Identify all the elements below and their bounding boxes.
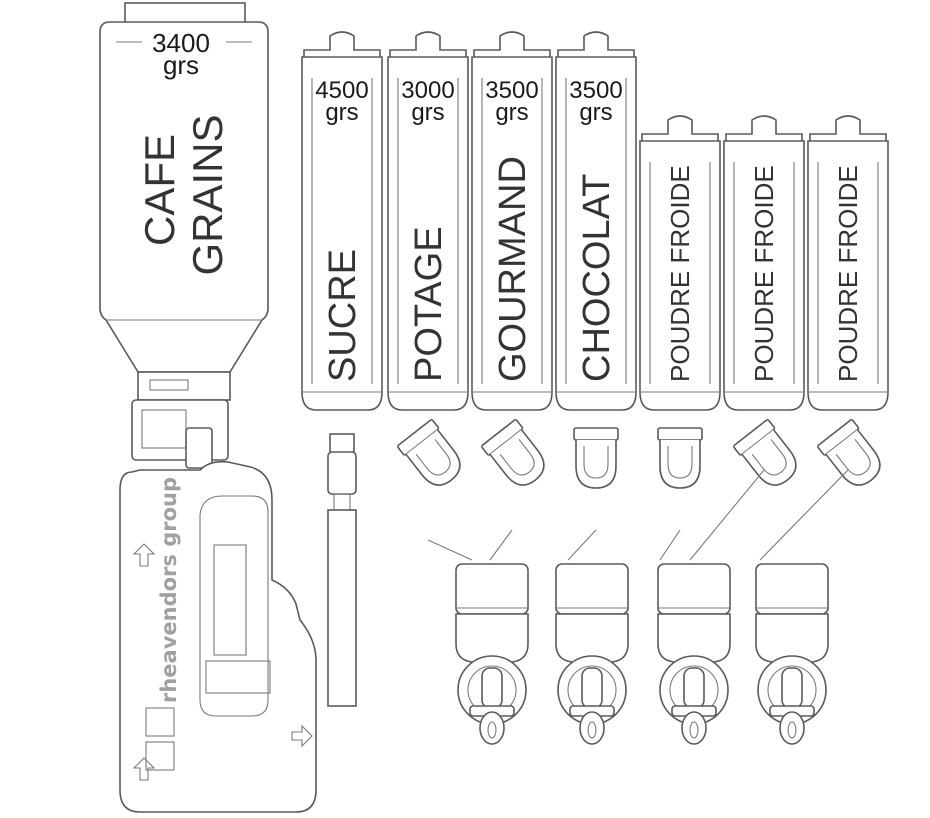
dosing-outlet (481, 419, 545, 486)
canister-cap (303, 31, 381, 57)
canister-body (301, 56, 383, 411)
canister-5: POUDRE FROIDE (639, 115, 721, 489)
dosing-outlet (733, 419, 797, 486)
canister-label: POUDRE FROIDE (749, 165, 779, 382)
mixer-1 (455, 563, 529, 745)
coffee-label-line1: CAFE (136, 134, 183, 246)
canister-capacity-value: 3500 (485, 77, 538, 104)
canister-body (723, 140, 805, 411)
dosing-outlet (573, 427, 619, 489)
canister-label: CHOCOLAT (576, 174, 618, 382)
dosing-outlet (397, 419, 461, 486)
canister-capacity-unit: grs (495, 99, 528, 126)
canister-cap (725, 115, 803, 141)
ingredient-chute (489, 529, 513, 561)
canister-body (555, 56, 637, 411)
coffee-capacity-unit: grs (163, 50, 199, 80)
coffee-bean-canister: 3400 grs CAFE GRAINS (99, 2, 269, 401)
coffee-capacity-value: 3400 (152, 28, 210, 58)
canister-label: POUDRE FROIDE (665, 165, 695, 382)
canister-capacity-unit: grs (411, 99, 444, 126)
canister-body (471, 56, 553, 411)
canister-cap (557, 31, 635, 57)
dosing-outlet (657, 427, 703, 489)
coffee-label-line2: GRAINS (184, 114, 231, 275)
dosing-outlet (817, 419, 881, 486)
mixing-bowls (455, 563, 829, 745)
mixer-2 (555, 563, 629, 745)
canister-body (639, 140, 721, 411)
canister-label: POUDRE FROIDE (833, 165, 863, 382)
ingredient-chute (427, 539, 473, 561)
canister-body (387, 56, 469, 411)
canister-label: POTAGE (408, 226, 450, 382)
canister-cap (389, 31, 467, 57)
grinder-unit: rheavendors group (119, 399, 317, 813)
ingredient-canisters: 4500grsSUCRE3000grsPOTAGE3500grsGOURMAND… (301, 31, 889, 707)
canister-capacity-value: 3500 (569, 77, 622, 104)
canister-label: GOURMAND (492, 156, 534, 382)
ingredient-chute (759, 469, 849, 561)
canister-6: POUDRE FROIDE (723, 115, 805, 486)
canister-cap (641, 115, 719, 141)
canister-cap (809, 115, 887, 141)
canister-capacity-value: 4500 (315, 77, 368, 104)
mixer-3 (657, 563, 731, 745)
canister-7: POUDRE FROIDE (807, 115, 889, 486)
canister-label: SUCRE (322, 249, 364, 382)
canister-capacity-unit: grs (325, 99, 358, 126)
canister-capacity-value: 3000 (401, 77, 454, 104)
ingredient-chute (659, 529, 681, 561)
mixer-4 (755, 563, 829, 745)
canister-cap (473, 31, 551, 57)
ingredient-chute (567, 529, 597, 561)
ingredient-chute (689, 469, 765, 561)
canister-capacity-unit: grs (579, 99, 612, 126)
brand-text: rheavendors group (157, 477, 181, 703)
canister-body (807, 140, 889, 411)
